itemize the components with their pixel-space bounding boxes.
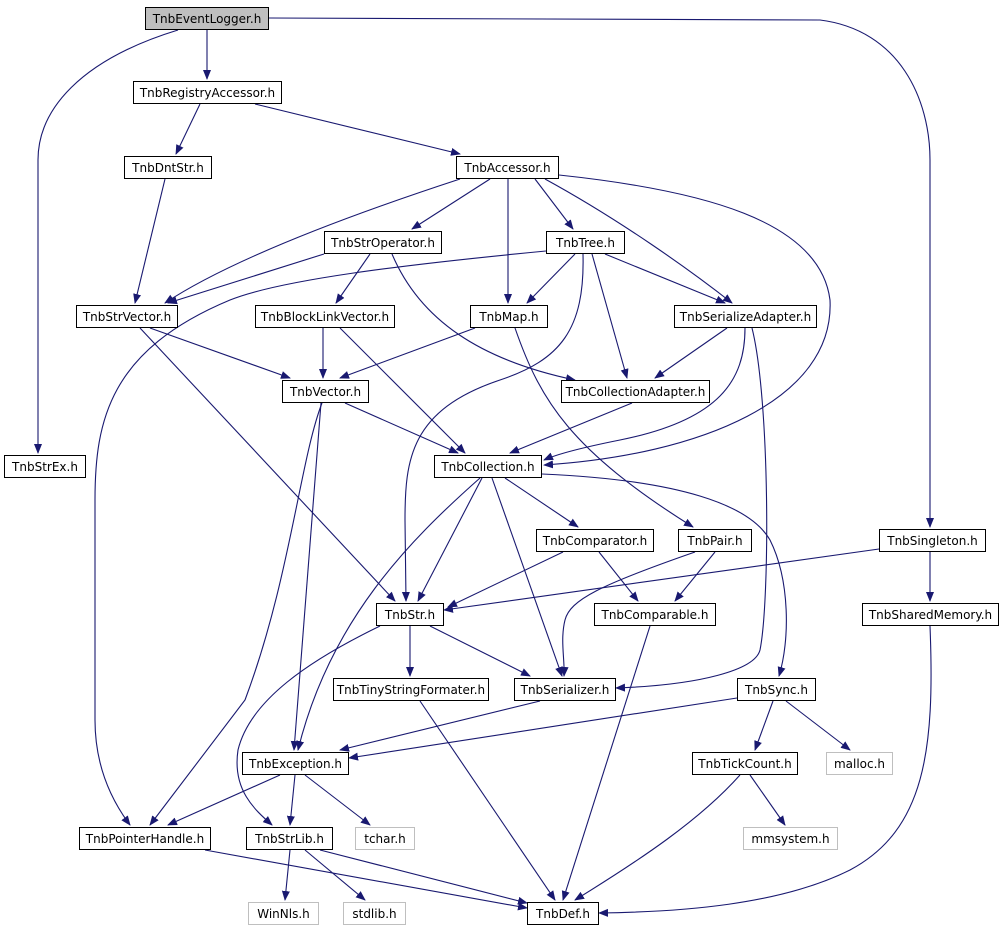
edge-map-vector — [339, 327, 476, 379]
edge-collectionadapter-collection — [509, 402, 633, 454]
edge-collection-serializer — [491, 477, 563, 677]
edge-sync-exception — [348, 697, 738, 761]
node-tnb-str[interactable]: TnbStr.h — [376, 603, 444, 626]
edge-str-serializer — [429, 625, 531, 677]
edge-serializeadapter-collection — [543, 327, 746, 461]
edge-eventlogger-singleton — [268, 17, 934, 528]
node-winnls: WinNls.h — [248, 902, 319, 925]
edge-strvector-str — [139, 327, 396, 602]
edge-exception-pointerhandle — [167, 774, 281, 826]
node-tnb-registry-accessor[interactable]: TnbRegistryAccessor.h — [133, 81, 282, 104]
edge-eventlogger-strex — [34, 29, 179, 454]
edge-serializer-exception — [339, 700, 541, 752]
edge-comparator-str — [447, 551, 564, 608]
edge-collection-sync — [541, 473, 787, 677]
edge-blocklinkvector-collection — [339, 327, 466, 454]
node-tnb-serialize-adapter[interactable]: TnbSerializeAdapter.h — [674, 305, 817, 328]
node-tnb-str-lib[interactable]: TnbStrLib.h — [246, 827, 333, 850]
edge-collection-str — [417, 477, 483, 602]
node-tnb-sync[interactable]: TnbSync.h — [737, 678, 816, 701]
edge-map-pair — [514, 327, 694, 528]
edge-tickcount-mmsystem — [749, 774, 786, 826]
node-stdlib: stdlib.h — [343, 902, 406, 925]
edge-pair-comparable — [674, 551, 716, 602]
edge-strlib-stdlib — [304, 849, 366, 901]
node-tnb-def[interactable]: TnbDef.h — [527, 902, 599, 925]
edge-accessor-stroperator — [411, 178, 491, 230]
edge-tickcount-def — [574, 774, 741, 901]
node-tnb-str-operator[interactable]: TnbStrOperator.h — [324, 231, 442, 254]
edge-pair-serializer — [560, 551, 696, 677]
node-mmsystem: mmsystem.h — [743, 827, 838, 850]
edge-exception-strlib — [286, 774, 296, 826]
node-tnb-collection-adapter[interactable]: TnbCollectionAdapter.h — [561, 380, 710, 403]
node-tnb-str-ex[interactable]: TnbStrEx.h — [4, 455, 86, 478]
edge-vector-exception — [290, 402, 322, 751]
node-tnb-tiny-string-formater[interactable]: TnbTinyStringFormater.h — [333, 678, 489, 701]
edge-strlib-winnls — [281, 849, 291, 901]
node-tnb-accessor[interactable]: TnbAccessor.h — [456, 156, 559, 179]
edge-tree-pointerhandle — [94, 250, 547, 826]
node-tnb-singleton[interactable]: TnbSingleton.h — [879, 529, 986, 552]
edge-registryaccessor-accessor — [254, 103, 461, 156]
node-tnb-map[interactable]: TnbMap.h — [470, 305, 548, 328]
edge-strlib-def — [319, 849, 528, 905]
node-tnb-vector[interactable]: TnbVector.h — [282, 380, 369, 403]
edge-collection-exception — [296, 477, 481, 751]
node-tnb-pointer-handle[interactable]: TnbPointerHandle.h — [79, 827, 211, 850]
node-tnb-collection[interactable]: TnbCollection.h — [434, 455, 542, 478]
edge-pointerhandle-def — [204, 849, 528, 911]
edge-comparable-def — [561, 625, 651, 901]
node-malloc: malloc.h — [826, 752, 893, 775]
edge-dntstr-strvector — [133, 178, 166, 304]
node-tnb-comparator[interactable]: TnbComparator.h — [536, 529, 654, 552]
edge-comparator-comparable — [598, 551, 639, 602]
node-tnb-event-logger: TnbEventLogger.h — [145, 7, 269, 30]
node-tnb-tick-count[interactable]: TnbTickCount.h — [692, 752, 798, 775]
edge-accessor-serializeadapter — [544, 178, 733, 304]
edge-singleton-str — [443, 548, 880, 613]
edge-stroperator-blocklinkvector — [335, 253, 371, 304]
node-tnb-serializer[interactable]: TnbSerializer.h — [514, 678, 616, 701]
edge-tree-map — [526, 253, 576, 304]
edge-serializeadapter-serializer — [615, 327, 768, 692]
edge-accessor-tree — [534, 178, 574, 230]
edge-tree-collectionadapter — [591, 253, 629, 379]
node-tnb-block-link-vector[interactable]: TnbBlockLinkVector.h — [255, 305, 395, 328]
edge-tree-str — [401, 253, 584, 602]
node-tnb-str-vector[interactable]: TnbStrVector.h — [76, 305, 178, 328]
edge-exception-tchar — [304, 774, 371, 826]
edge-tree-serializeadapter — [604, 253, 726, 304]
edge-serializeadapter-collectionadapter — [654, 327, 728, 379]
edge-stroperator-strvector — [167, 253, 325, 305]
node-tnb-pair[interactable]: TnbPair.h — [678, 529, 752, 552]
node-tnb-tree[interactable]: TnbTree.h — [546, 231, 625, 254]
edge-strvector-vector — [149, 327, 291, 379]
node-tnb-dnt-str[interactable]: TnbDntStr.h — [124, 156, 212, 179]
edge-sharedmemory-def — [598, 625, 932, 917]
edge-str-strlib — [236, 625, 381, 826]
edge-registryaccessor-dntstr — [175, 103, 201, 155]
node-tnb-comparable[interactable]: TnbComparable.h — [594, 603, 716, 626]
edge-vector-pointerhandle — [149, 402, 323, 826]
edge-sync-malloc — [785, 700, 851, 751]
edge-tinystringformater-def — [419, 700, 556, 901]
edge-sync-tickcount — [754, 700, 774, 751]
node-tnb-shared-memory[interactable]: TnbSharedMemory.h — [862, 603, 999, 626]
edge-collection-comparator — [504, 477, 579, 528]
edge-accessor-collection — [543, 174, 831, 469]
edge-vector-collection — [344, 402, 459, 454]
edge-accessor-strvector — [164, 178, 461, 304]
node-tnb-exception[interactable]: TnbException.h — [242, 752, 349, 775]
node-tchar: tchar.h — [355, 827, 415, 850]
